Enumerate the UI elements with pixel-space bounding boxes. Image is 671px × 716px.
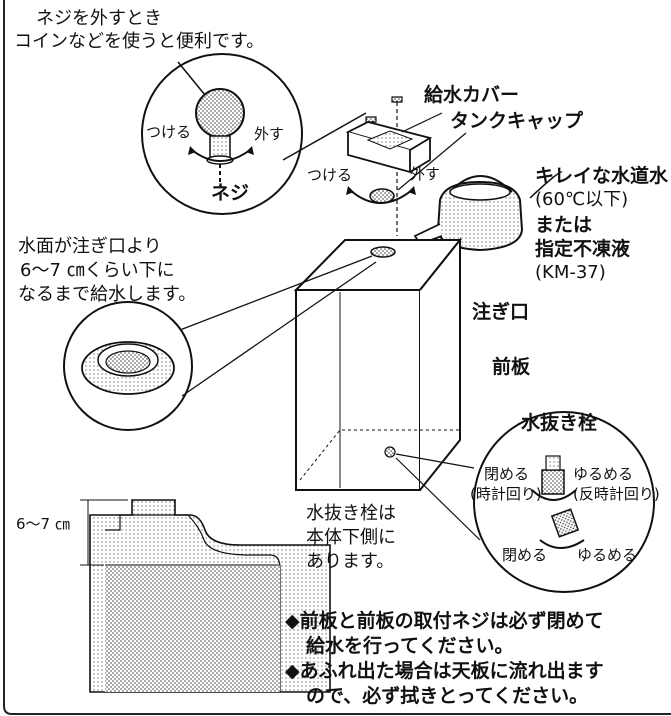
screw-remove-label: 外す [254, 125, 285, 143]
level-section [80, 499, 331, 693]
drain-location-line3: あります。 [306, 551, 395, 572]
note1-line2: 給水を行ってください。 [306, 635, 514, 657]
screw-note-line2: コインなどを使うと便利です。 [14, 31, 265, 52]
fill-note-line1: 水面が注ぎ口より [18, 236, 162, 257]
fill-note-line2: 6～7 ㎝くらい下に [20, 260, 175, 281]
note2-line2: ので、必ず拭きとってください。 [306, 685, 589, 707]
cap-remove-label: 外す [410, 165, 441, 183]
note1-line1: ◆前板と前板の取付ネジは必ず閉めて [285, 610, 604, 632]
water-line4: 指定不凍液 [535, 238, 631, 260]
drain-title: 水抜き栓 [521, 412, 598, 434]
cover-and-cap [345, 96, 467, 236]
water-line1: キレイな水道水 [535, 165, 669, 187]
drain-close-label: 閉める [484, 465, 530, 483]
drain-loosen2-label: ゆるめる [577, 546, 638, 564]
water-line3: または [535, 214, 593, 236]
drain-loosen-label: ゆるめる [573, 465, 634, 483]
screw-attach-label: つける [146, 123, 192, 141]
front-plate-label: 前板 [492, 356, 531, 378]
note2-line1: ◆あふれ出た場合は天板に流れ出ます [285, 660, 604, 682]
water-line5: (KM-37) [535, 262, 606, 283]
drain-close2-label: 閉める [502, 546, 548, 564]
screw-label: ネジ [211, 182, 250, 204]
outer-frame-line [3, 0, 671, 715]
level-dimension: 6～7 ㎝ [16, 515, 70, 533]
drain-detail [395, 411, 655, 593]
cap-attach-label: つける [307, 166, 353, 184]
water-line2: (60℃以下) [535, 189, 629, 210]
cap-label: タンクキャップ [450, 110, 584, 132]
spout-detail [63, 255, 377, 431]
fill-note-line3: なるまで給水します。 [18, 284, 197, 305]
screw-note-line1: ネジを外すとき [36, 8, 162, 29]
tank-body [293, 237, 463, 491]
drain-location-line1: 水抜き栓は [306, 503, 396, 524]
cover-label: 給水カバー [424, 84, 520, 106]
spout-label: 注ぎ口 [472, 301, 530, 323]
drain-loosen-sub: (反時計回り) [573, 485, 660, 503]
screw-detail [141, 53, 367, 215]
drain-close-sub: (時計回り) [470, 485, 542, 503]
drain-location-line2: 本体下側に [306, 527, 396, 548]
